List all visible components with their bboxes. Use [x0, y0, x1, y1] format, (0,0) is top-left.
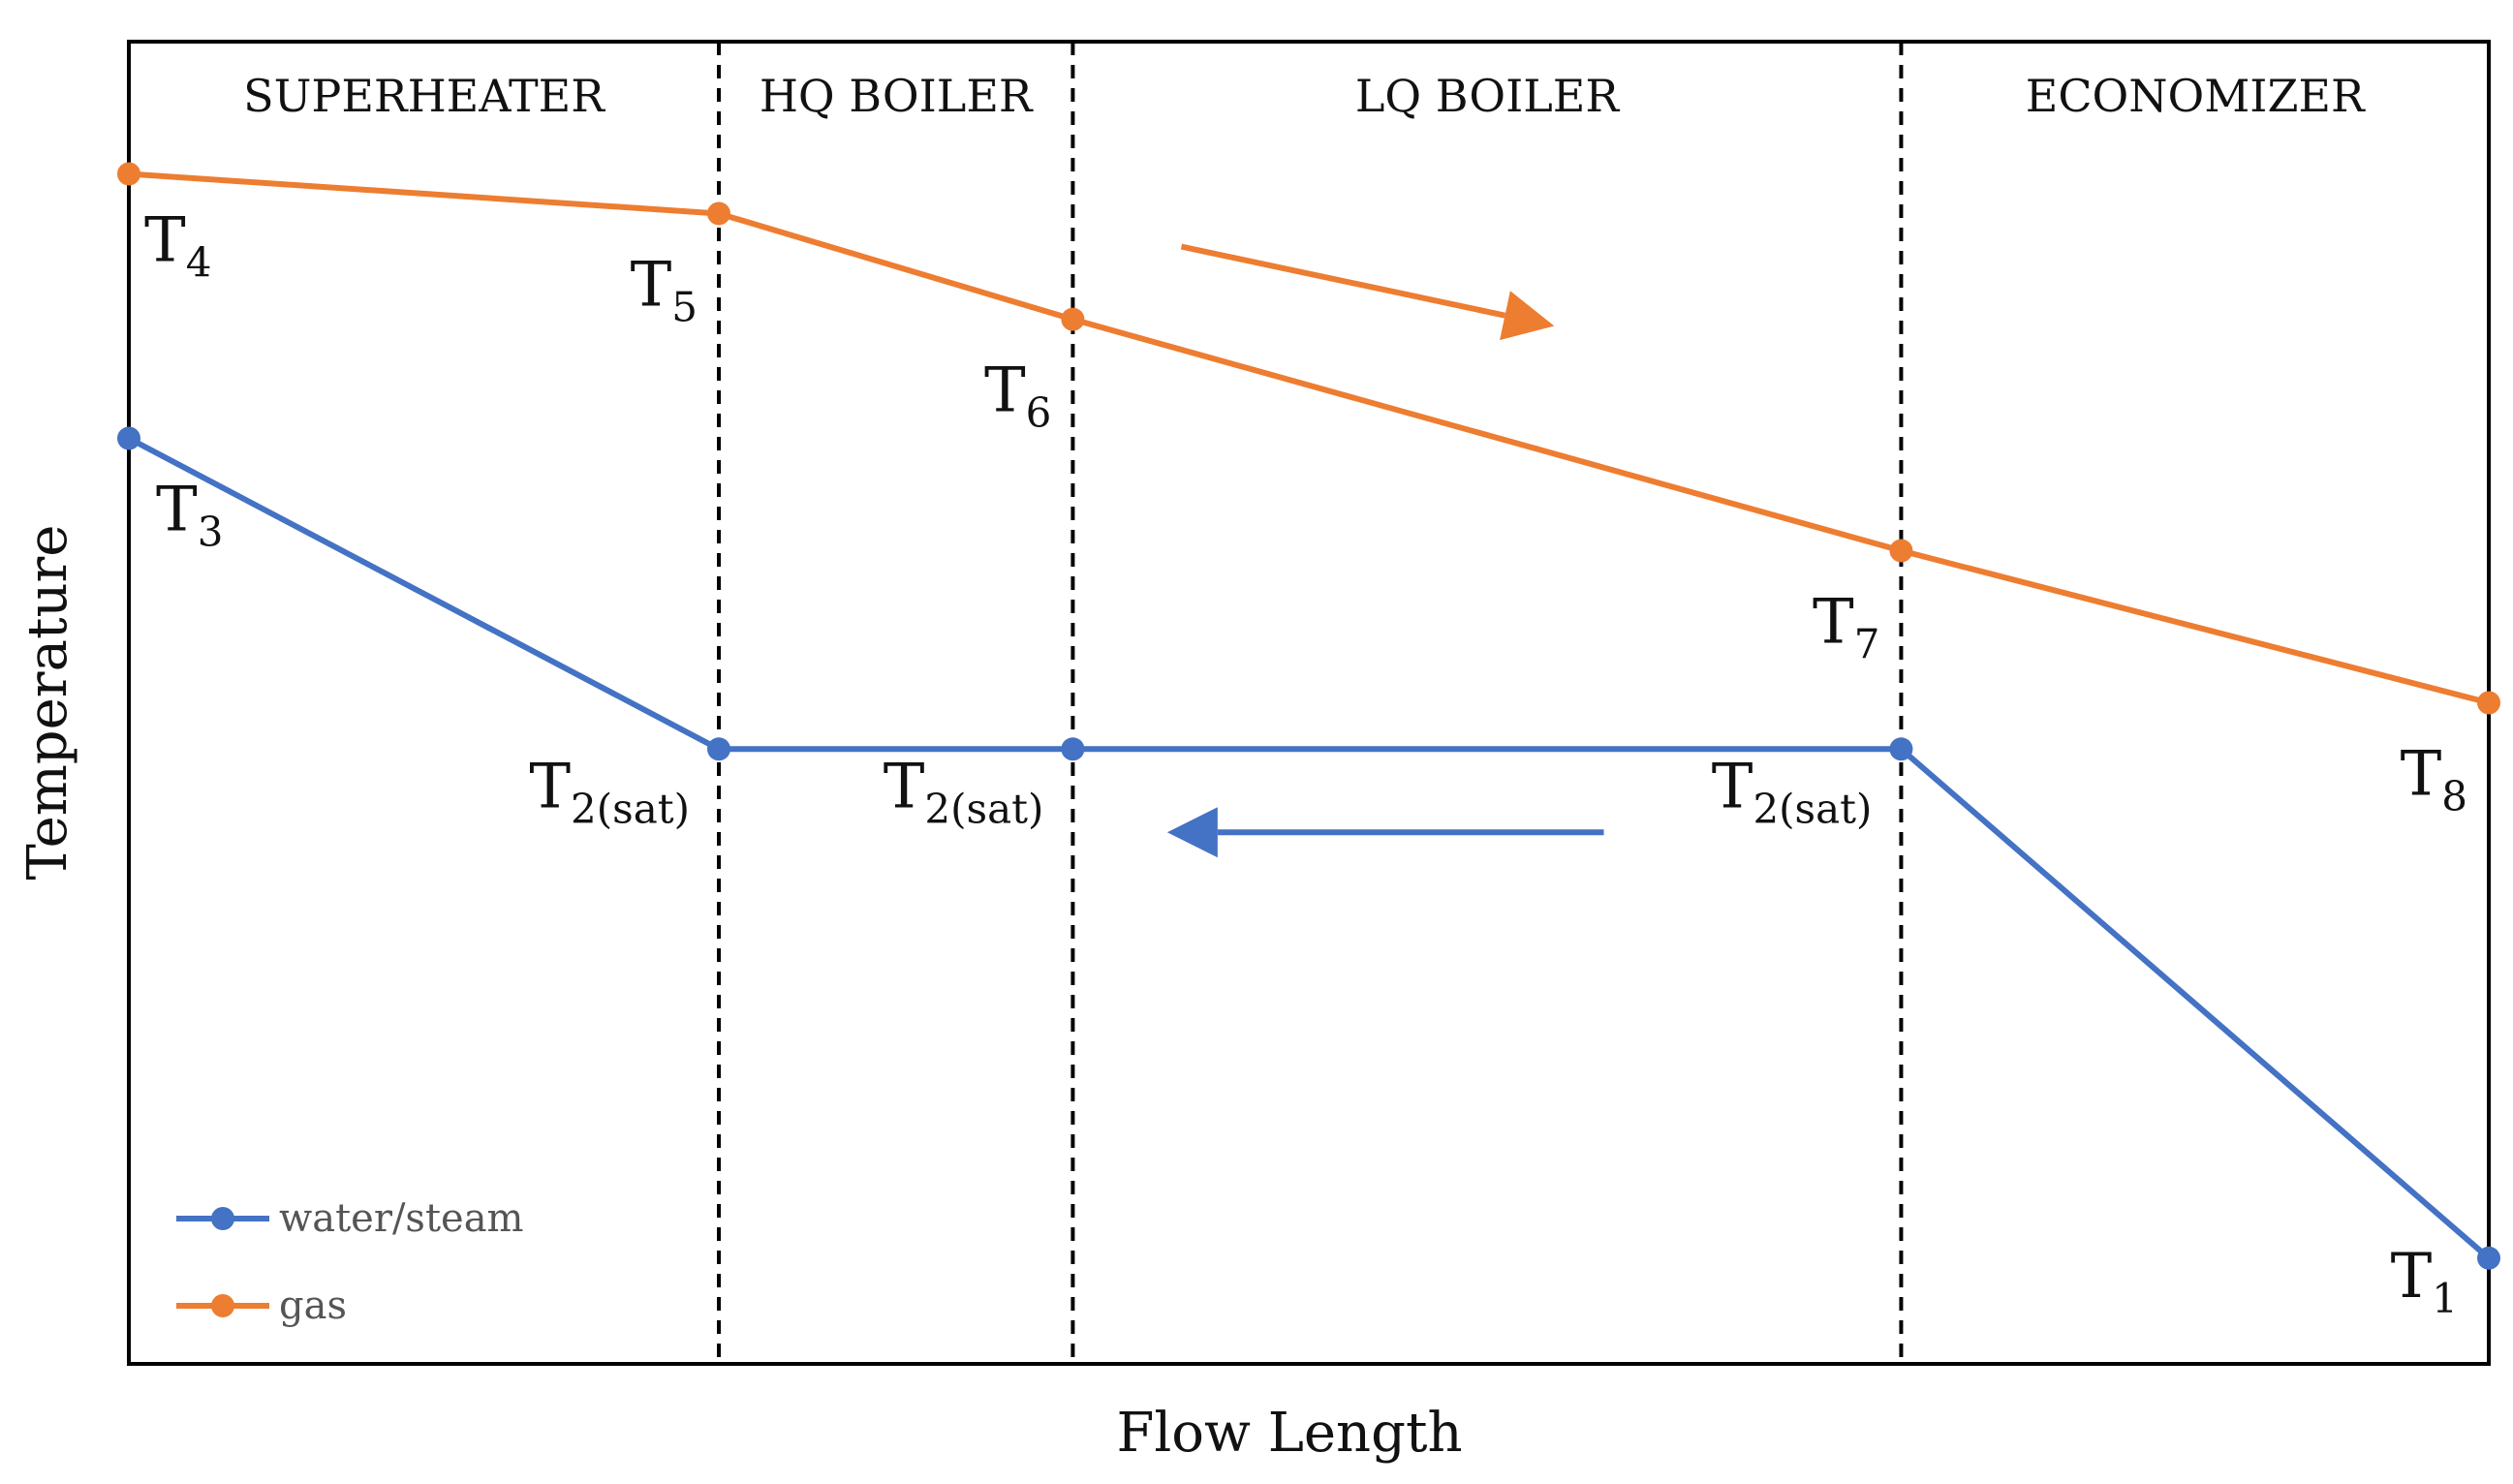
legend-label: water/steam: [279, 1196, 523, 1241]
legend-swatch-marker: [211, 1207, 234, 1230]
section-label: SUPERHEATER: [243, 70, 605, 122]
series-lines: [127, 170, 2491, 1261]
section-dividers: [717, 42, 1904, 1364]
flow-arrow-head: [1166, 807, 1218, 858]
point-label: T6: [984, 356, 1051, 437]
plot-frame: [127, 40, 2491, 1366]
point-label: T3: [156, 475, 223, 556]
x-axis-label: Flow Length: [1116, 1402, 1462, 1465]
section-label: ECONOMIZER: [2026, 70, 2366, 122]
section-label: LQ BOILER: [1355, 70, 1621, 122]
flow-arrows: [1166, 243, 1604, 858]
point-label: T4: [144, 205, 211, 287]
flow-arrow-head: [1500, 291, 1555, 341]
point-label: T5: [631, 249, 698, 330]
data-point: [707, 737, 730, 761]
data-point: [2477, 1246, 2500, 1270]
series-line-water-steam: [127, 435, 2491, 1261]
data-point: [1889, 539, 1913, 563]
point-label: T2(sat): [1712, 751, 1873, 832]
data-point: [1061, 737, 1085, 761]
point-label: T1: [2391, 1241, 2458, 1322]
y-axis-label: Temperature: [16, 525, 79, 881]
data-point: [2477, 691, 2500, 715]
legend-swatch-marker: [211, 1294, 234, 1317]
point-label: T2(sat): [884, 751, 1044, 832]
legend: water/steam gas: [176, 1196, 523, 1328]
data-point: [117, 426, 140, 450]
point-label: T2(sat): [529, 751, 690, 832]
point-label: T8: [2401, 739, 2467, 820]
data-point: [117, 162, 140, 186]
data-point: [1061, 307, 1085, 331]
data-point: [707, 201, 730, 226]
section-label: HQ BOILER: [760, 70, 1034, 122]
section-labels: SUPERHEATER HQ BOILER LQ BOILER ECONOMIZER: [243, 70, 2366, 122]
data-point: [1889, 737, 1913, 761]
series-points: [117, 162, 2500, 1270]
legend-label: gas: [279, 1283, 347, 1328]
point-label: T7: [1813, 587, 1879, 668]
flow-arrow-shaft: [1180, 243, 1506, 319]
